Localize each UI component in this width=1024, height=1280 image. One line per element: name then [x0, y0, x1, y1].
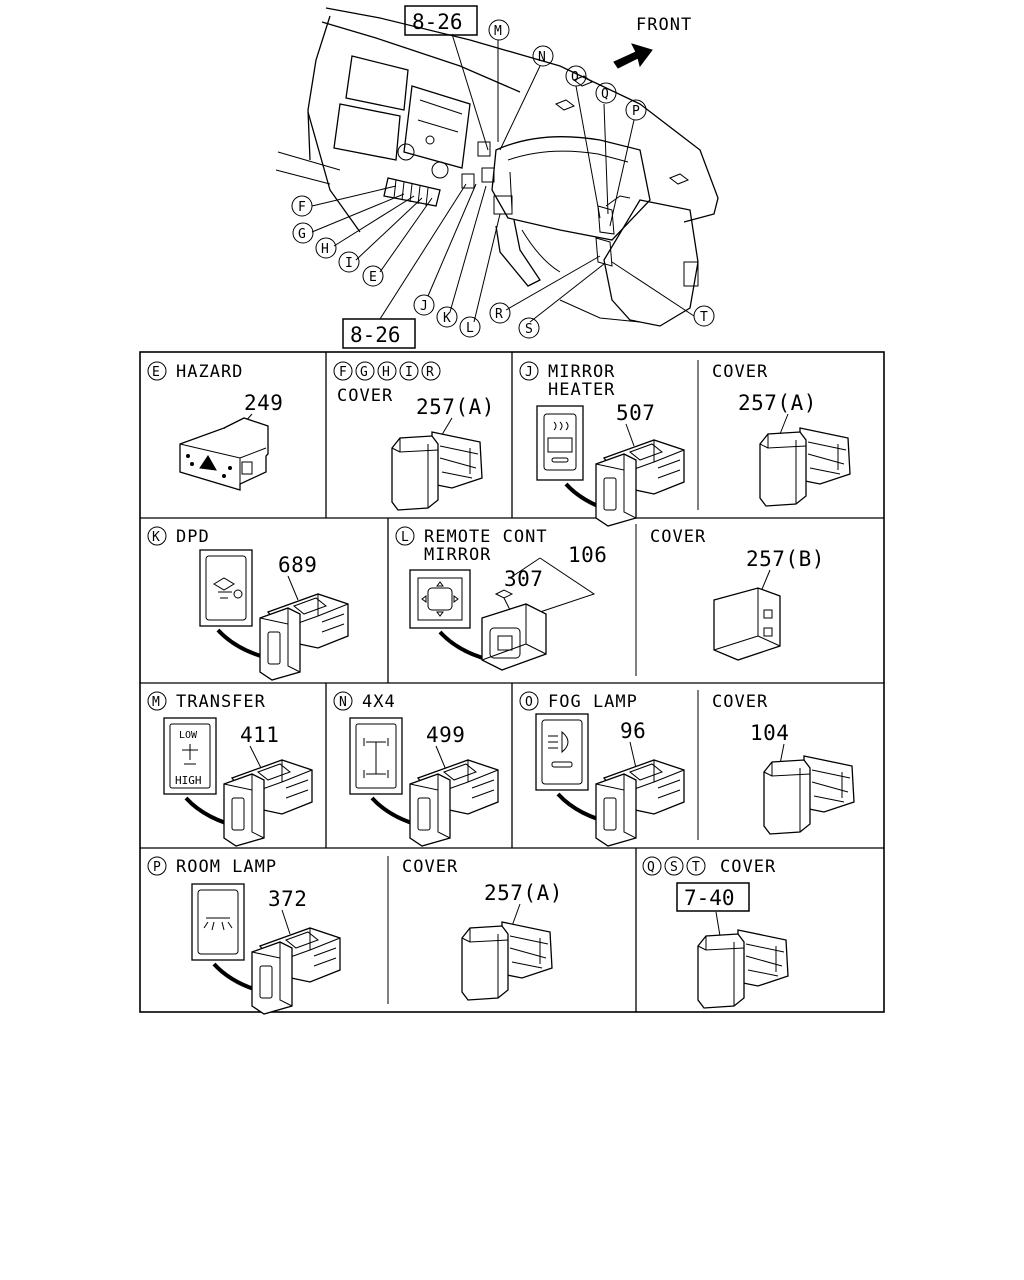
cell-O-part: 96	[620, 719, 646, 743]
cell-fog-lamp: O FOG LAMP 96	[519, 691, 685, 847]
cell-room-lamp-cover: COVER 257(A)	[402, 857, 563, 1001]
cell-QST-title: COVER	[720, 857, 776, 877]
cell-remote-mirror: L REMOTE CONT MIRROR 106 307	[395, 526, 607, 671]
callout-F: F	[298, 200, 306, 215]
svg-text:M: M	[152, 695, 160, 710]
front-label: FRONT	[636, 15, 692, 35]
cell-L-part2: 307	[504, 567, 543, 591]
callout-H: H	[321, 242, 329, 257]
svg-text:K: K	[152, 530, 160, 545]
cell-L-part: 106	[568, 543, 607, 567]
svg-text:J: J	[525, 365, 533, 380]
callout-Q: Q	[601, 87, 609, 102]
cell-L-cover-part: 257(B)	[746, 547, 825, 571]
transfer-low-label: LOW	[179, 730, 198, 741]
cell-room-lamp: P ROOM LAMP 372	[147, 856, 341, 1015]
cell-QST-ref: 7-40	[684, 886, 735, 910]
callout-E: E	[369, 270, 377, 285]
cell-K-title: DPD	[176, 527, 210, 547]
cell-J-title-1: MIRROR	[548, 362, 615, 382]
cell-qst-cover: Q S T COVER 7-40	[642, 856, 789, 1009]
cell-P-cover-title: COVER	[402, 857, 458, 877]
cell-P-title: ROOM LAMP	[176, 857, 277, 877]
callout-M: M	[494, 24, 502, 39]
svg-text:L: L	[401, 530, 409, 545]
cell-E-title: HAZARD	[176, 362, 243, 382]
cell-M-part: 411	[240, 723, 279, 747]
cell-K-part: 689	[278, 553, 317, 577]
cell-hazard: E HAZARD 249	[147, 361, 283, 491]
callout-K: K	[443, 311, 451, 326]
ref-top-label: 8-26	[412, 10, 463, 34]
svg-text:R: R	[426, 365, 434, 380]
cell-FGHIR-part: 257(A)	[416, 395, 495, 419]
cell-4x4: N 4X4 499	[333, 691, 499, 847]
cell-transfer: M TRANSFER 411 LOW HIGH	[147, 691, 313, 847]
callout-I: I	[345, 256, 353, 271]
cell-M-title: TRANSFER	[176, 692, 266, 712]
ref-bottom-label: 8-26	[350, 323, 401, 347]
cell-E-part: 249	[244, 391, 283, 415]
svg-text:T: T	[692, 860, 700, 875]
overview-callouts: M N O Q P F G H I E J K L R S T	[291, 19, 715, 339]
cell-E-letter: E	[152, 365, 160, 380]
cell-mirror-heater: J MIRROR HEATER 507	[519, 361, 685, 527]
callout-S: S	[525, 322, 533, 337]
cell-L-title-1: REMOTE CONT	[424, 527, 548, 547]
cell-P-cover-part: 257(A)	[484, 881, 563, 905]
ref-box-top	[404, 5, 478, 36]
cell-fghir-cover: F G H I R COVER 257(A)	[333, 361, 495, 511]
cell-remote-mirror-cover: COVER 257(B)	[650, 527, 825, 661]
callout-R: R	[495, 307, 503, 322]
cell-J-title-2: HEATER	[548, 380, 615, 400]
svg-text:S: S	[670, 860, 678, 875]
callout-L: L	[466, 321, 474, 336]
svg-text:Q: Q	[647, 860, 655, 875]
transfer-high-label: HIGH	[175, 774, 202, 787]
cell-N-title: 4X4	[362, 692, 396, 712]
hazard-switch-drawing	[179, 417, 269, 491]
cell-J-cover-title: COVER	[712, 362, 768, 382]
callout-J: J	[420, 299, 428, 314]
svg-text:P: P	[153, 860, 161, 875]
svg-text:F: F	[339, 365, 347, 380]
svg-text:G: G	[360, 365, 368, 380]
callout-T: T	[700, 310, 708, 325]
callout-G: G	[298, 227, 306, 242]
cell-fog-lamp-cover: COVER 104	[712, 692, 855, 835]
cell-O-cover-title: COVER	[712, 692, 768, 712]
leader-lines	[311, 33, 695, 323]
cell-P-part: 372	[268, 887, 307, 911]
svg-text:O: O	[525, 695, 533, 710]
cell-J-cover-part: 257(A)	[738, 391, 817, 415]
svg-text:H: H	[382, 365, 390, 380]
callout-O: O	[571, 70, 579, 85]
parts-grid	[139, 351, 885, 1013]
cell-L-title-2: MIRROR	[424, 545, 491, 565]
cell-O-title: FOG LAMP	[548, 692, 638, 712]
svg-text:N: N	[339, 695, 347, 710]
callout-N: N	[538, 50, 546, 65]
ref-box-bottom	[342, 318, 416, 349]
dashboard-illustration	[275, 7, 719, 327]
cell-mirror-heater-cover: COVER 257(A)	[712, 362, 851, 507]
callout-P: P	[632, 104, 640, 119]
cell-FGHIR-title: COVER	[337, 386, 393, 406]
cell-L-cover-title: COVER	[650, 527, 706, 547]
front-arrow	[613, 43, 653, 69]
cell-dpd: K DPD 689	[147, 526, 349, 681]
cell-N-part: 499	[426, 723, 465, 747]
cell-O-cover-part: 104	[750, 721, 789, 745]
svg-text:I: I	[405, 365, 413, 380]
cell-J-part: 507	[616, 401, 655, 425]
